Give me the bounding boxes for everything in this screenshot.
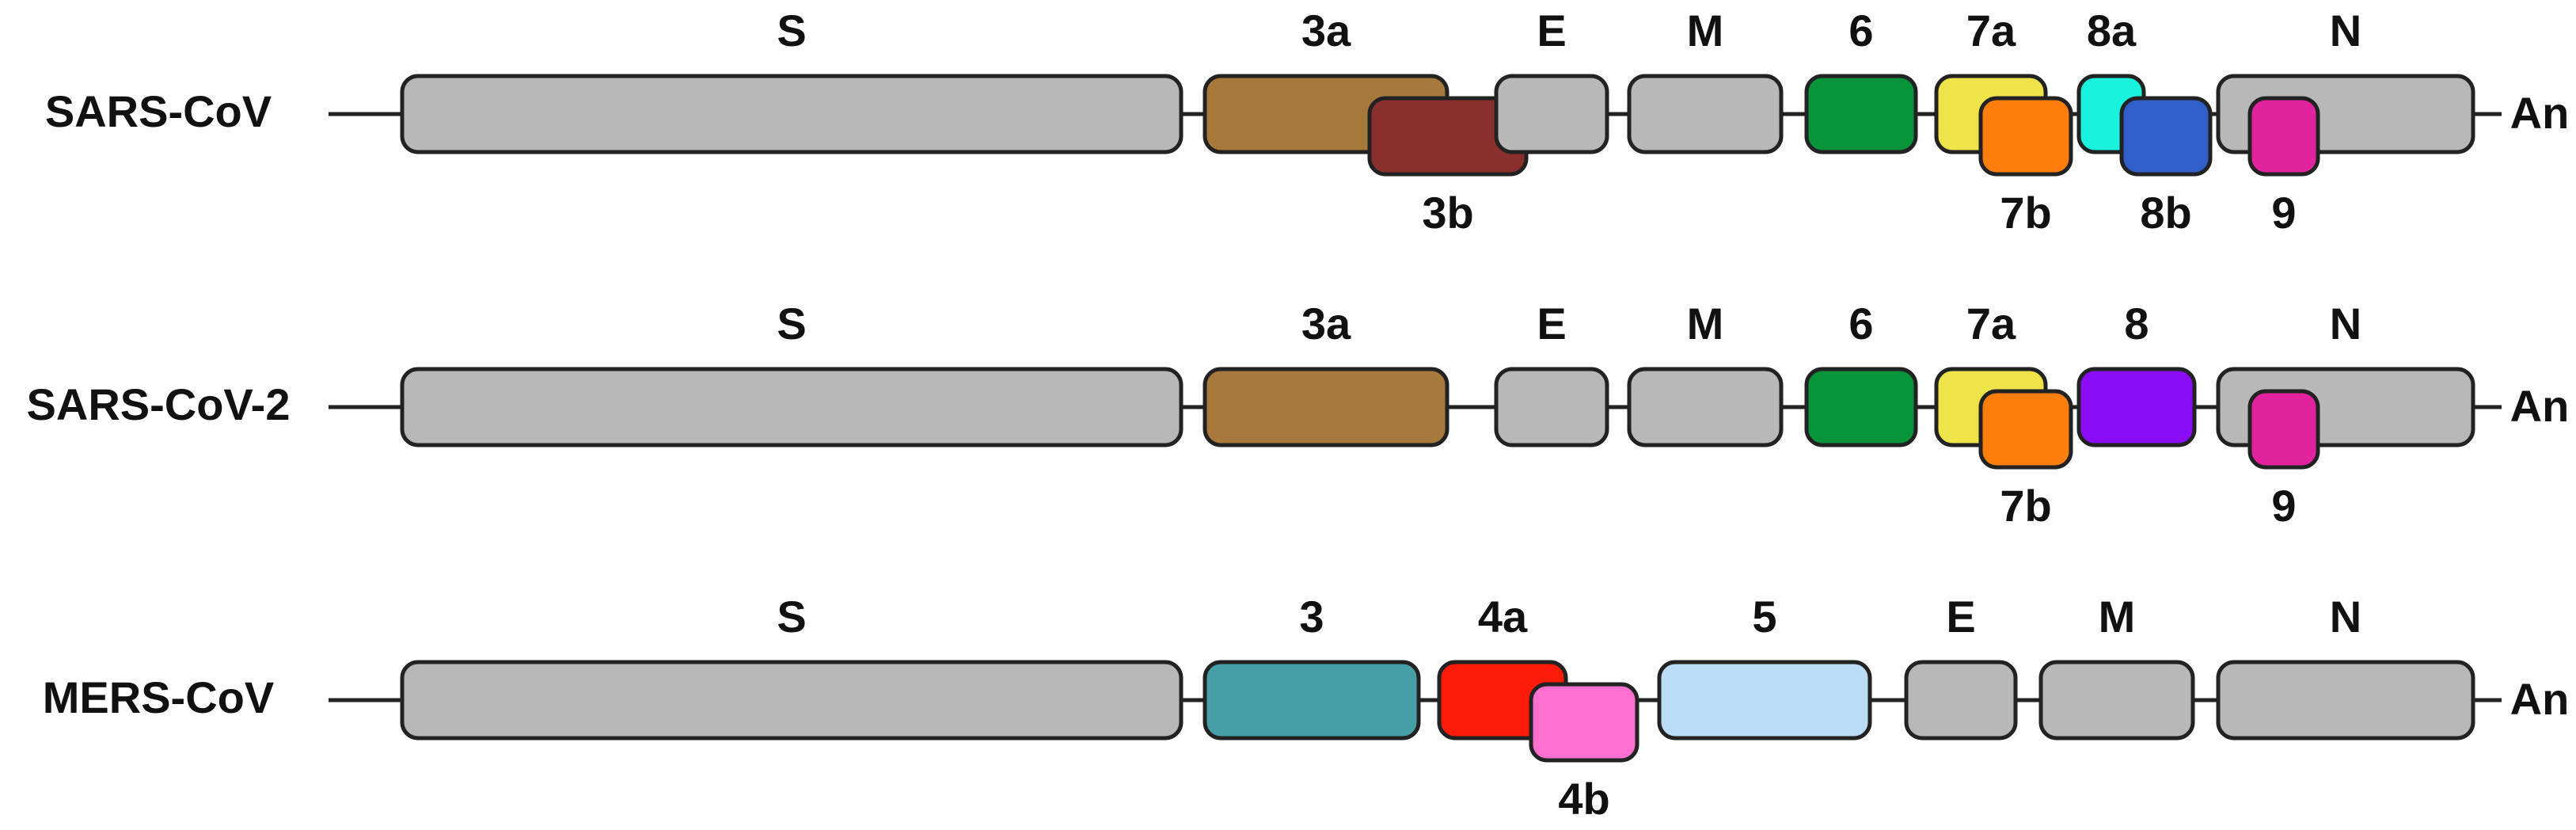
- gene-7b-label: 7b: [2000, 188, 2051, 238]
- genome-row: SARS-CoV S 3a 3b E M 6 7a 7b 8a 8b N 9 An: [45, 6, 2569, 238]
- gene-8-label: 8: [2124, 299, 2149, 348]
- virus-name: SARS-CoV-2: [27, 379, 291, 429]
- genome-row: SARS-CoV-2 S 3a E M 6 7a 7b 8 N 9 An: [27, 299, 2570, 531]
- gene-7b-box: [1978, 96, 2073, 177]
- gene-3-box: [1203, 660, 1421, 741]
- gene-4a-label: 4a: [1478, 592, 1528, 642]
- gene-7a-label: 7a: [1966, 299, 2016, 348]
- gene-8b-box: [2119, 96, 2213, 177]
- gene-m-label: M: [2099, 592, 2136, 642]
- gene-e-box: [1904, 660, 2018, 741]
- gene-9-box: [2247, 96, 2320, 177]
- gene-8b-label: 8b: [2140, 188, 2191, 238]
- gene-6-box: [1804, 74, 1918, 154]
- gene-e-box: [1494, 367, 1609, 447]
- virus-name: MERS-CoV: [43, 672, 274, 722]
- gene-s-box: [400, 660, 1184, 741]
- gene-6-label: 6: [1848, 6, 1873, 55]
- gene-4b-label: 4b: [1558, 774, 1609, 824]
- gene-3a-box: [1203, 367, 1449, 447]
- gene-7b-label: 7b: [2000, 481, 2051, 531]
- gene-n-label: N: [2330, 592, 2361, 642]
- gene-5-label: 5: [1752, 592, 1776, 642]
- polya-tail-label: An: [2510, 88, 2570, 138]
- gene-9-label: 9: [2271, 188, 2296, 238]
- gene-3-label: 3: [1299, 592, 1324, 642]
- gene-4b-box: [1529, 682, 1639, 763]
- gene-m-box: [1627, 367, 1784, 447]
- gene-9-box: [2247, 389, 2320, 470]
- gene-m-box: [2038, 660, 2195, 741]
- gene-3b-label: 3b: [1422, 188, 1473, 238]
- gene-s-box: [400, 367, 1184, 447]
- polya-tail-label: An: [2510, 381, 2570, 431]
- gene-8-box: [2076, 367, 2197, 447]
- gene-s-box: [400, 74, 1184, 154]
- gene-5-box: [1657, 660, 1872, 741]
- gene-7a-label: 7a: [1966, 6, 2016, 55]
- gene-s-label: S: [777, 299, 806, 348]
- genome-row: MERS-CoV S 3 4a 4b 5 E M N An: [43, 592, 2570, 824]
- virus-name: SARS-CoV: [45, 86, 272, 136]
- polya-tail-label: An: [2510, 674, 2570, 724]
- gene-9-label: 9: [2271, 481, 2296, 531]
- gene-3a-label: 3a: [1301, 6, 1351, 55]
- gene-8a-label: 8a: [2087, 6, 2137, 55]
- gene-6-label: 6: [1848, 299, 1873, 348]
- gene-n-label: N: [2330, 299, 2361, 348]
- gene-e-label: E: [1537, 6, 1566, 55]
- gene-3a-label: 3a: [1301, 299, 1351, 348]
- gene-e-label: E: [1537, 299, 1566, 348]
- gene-7b-box: [1978, 389, 2073, 470]
- gene-n-box: [2216, 660, 2475, 741]
- gene-m-label: M: [1687, 6, 1724, 55]
- gene-m-box: [1627, 74, 1784, 154]
- gene-e-label: E: [1946, 592, 1975, 642]
- gene-s-label: S: [777, 592, 806, 642]
- gene-s-label: S: [777, 6, 806, 55]
- gene-6-box: [1804, 367, 1918, 447]
- gene-m-label: M: [1687, 299, 1724, 348]
- gene-e-box: [1494, 74, 1609, 154]
- gene-n-label: N: [2330, 6, 2361, 55]
